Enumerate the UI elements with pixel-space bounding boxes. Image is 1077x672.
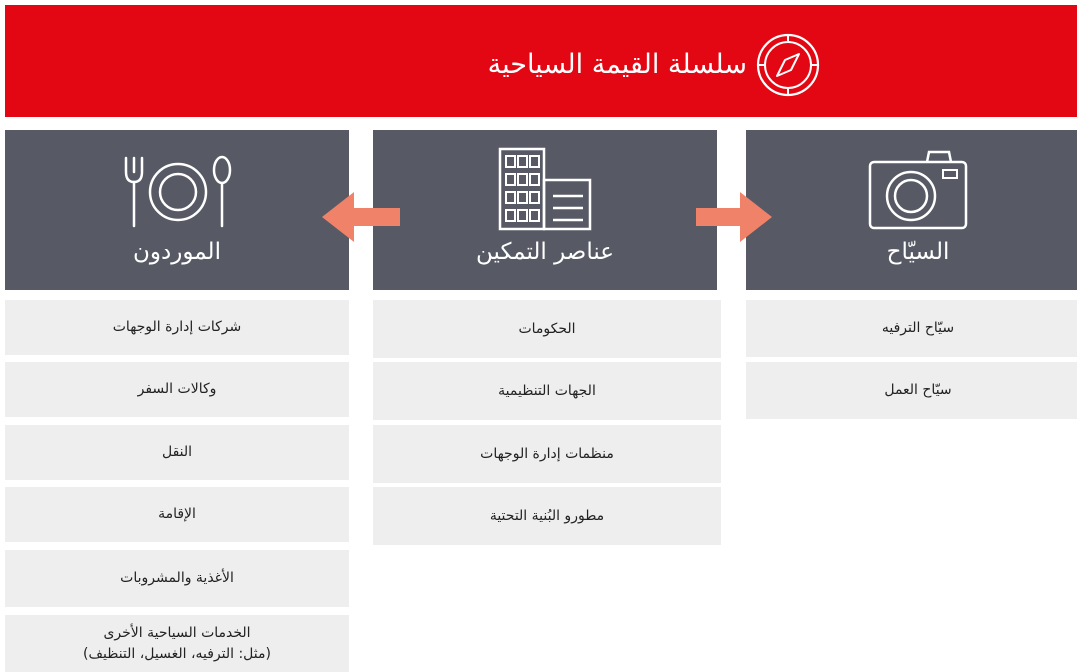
buildings-icon xyxy=(498,147,592,231)
list-item-label: النقل xyxy=(161,444,193,460)
list-item-label: شركات إدارة الوجهات xyxy=(112,319,242,335)
arrow-right-icon xyxy=(696,192,772,242)
enablers-header: عناصر التمكين xyxy=(373,130,717,290)
list-item: سيّاح العمل xyxy=(746,362,1077,419)
compass-icon xyxy=(756,33,820,97)
list-item: الجهات التنظيمية xyxy=(373,362,721,420)
list-item-label: الأغذية والمشروبات xyxy=(120,570,234,586)
page-title: سلسلة القيمة السياحية xyxy=(487,49,747,80)
list-item-sublabel: (مثل: الترفيه، الغسيل، التنظيف) xyxy=(83,645,271,662)
list-item: سيّاح الترفيه xyxy=(746,300,1077,357)
list-item: مطورو البُنية التحتية xyxy=(373,487,721,545)
list-item-label: منظمات إدارة الوجهات xyxy=(480,445,614,462)
enablers-title: عناصر التمكين xyxy=(476,239,614,265)
list-item-label: الخدمات السياحية الأخرى xyxy=(103,624,251,641)
list-item: الأغذية والمشروبات xyxy=(5,550,349,607)
list-item-label: الإقامة xyxy=(158,506,196,522)
suppliers-title: الموردون xyxy=(133,239,221,265)
list-item-label: الجهات التنظيمية xyxy=(498,382,596,399)
list-item: شركات إدارة الوجهات xyxy=(5,300,349,355)
camera-icon xyxy=(868,150,968,230)
list-item: وكالات السفر xyxy=(5,362,349,417)
list-item: النقل xyxy=(5,425,349,480)
suppliers-header: الموردون xyxy=(5,130,349,290)
list-item: الإقامة xyxy=(5,487,349,542)
list-item: منظمات إدارة الوجهات xyxy=(373,425,721,483)
list-item-label: وكالات السفر xyxy=(137,381,217,397)
title-banner: سلسلة القيمة السياحية xyxy=(5,5,1077,117)
list-item-label: الحكومات xyxy=(518,320,576,337)
tourists-title: السيّاح xyxy=(886,239,950,265)
list-item: الحكومات xyxy=(373,300,721,358)
arrow-left-icon xyxy=(322,192,400,242)
list-item: الخدمات السياحية الأخرى (مثل: الترفيه، ا… xyxy=(5,615,349,672)
tourists-header: السيّاح xyxy=(746,130,1077,290)
list-item-label: سيّاح العمل xyxy=(884,382,952,398)
plate-utensils-icon xyxy=(124,155,232,228)
list-item-label: سيّاح الترفيه xyxy=(881,320,955,336)
list-item-label: مطورو البُنية التحتية xyxy=(489,507,605,524)
